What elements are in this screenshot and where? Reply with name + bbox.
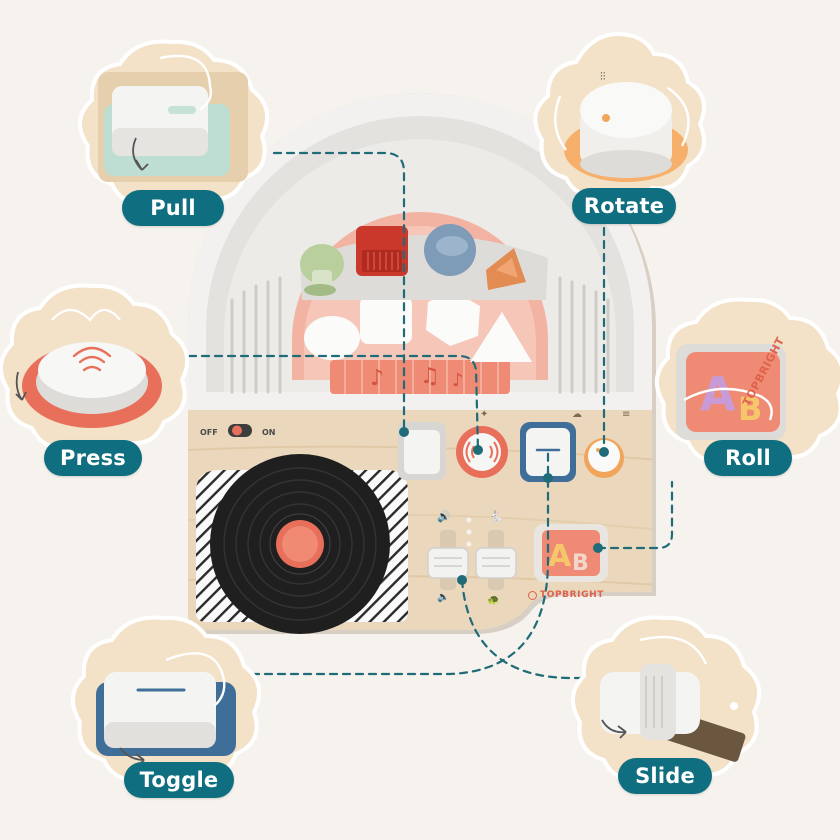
slide-label: Slide [618,758,712,794]
rotate-callout: ⫶⫶ [533,31,706,200]
press-callout [0,283,190,455]
toggle-label: Toggle [124,762,234,798]
hexagon-hole [426,290,480,346]
svg-text:♪: ♪ [370,366,384,391]
volume-slider[interactable] [427,547,469,579]
toggle-callout [71,615,262,787]
svg-text:🔊: 🔊 [437,509,451,523]
svg-text:A: A [548,539,572,574]
svg-text:♫: ♫ [420,364,440,389]
speaker-grille-right [558,276,610,394]
connector-lines [174,151,674,680]
speed-slider[interactable] [475,547,517,579]
speaker-grille-left [230,276,282,394]
roll-label: Roll [704,440,792,476]
svg-text:A: A [700,367,736,421]
switch-on-label: ON [262,428,276,437]
svg-text:🐇: 🐇 [489,510,503,523]
activity-board: ♪ ♫ ♪ [188,93,656,634]
switch-off-label: OFF [200,428,218,437]
shape-pieces [300,224,526,296]
circle-hole [304,316,360,360]
svg-text:⫶⫶: ⫶⫶ [600,70,606,83]
svg-text:♪: ♪ [452,370,464,391]
svg-text:☁: ☁ [572,409,582,420]
svg-text:✦: ✦ [480,409,488,420]
svg-text:🔈: 🔈 [437,592,449,603]
svg-text:≡: ≡ [622,409,630,420]
press-label: Press [44,440,142,476]
brand-logo-icon [528,590,537,600]
pull-label: Pull [122,190,224,226]
triangle-hole [470,312,532,362]
board-brand-text: TOPBRIGHT [540,590,604,600]
roll-callout: A B [655,297,840,469]
pull-callout [78,39,270,211]
board-brand: TOPBRIGHT [528,590,604,600]
square-hole [360,296,412,344]
svg-text:🐢: 🐢 [487,595,499,606]
rotate-label: Rotate [572,188,676,224]
svg-text:B: B [572,551,589,576]
